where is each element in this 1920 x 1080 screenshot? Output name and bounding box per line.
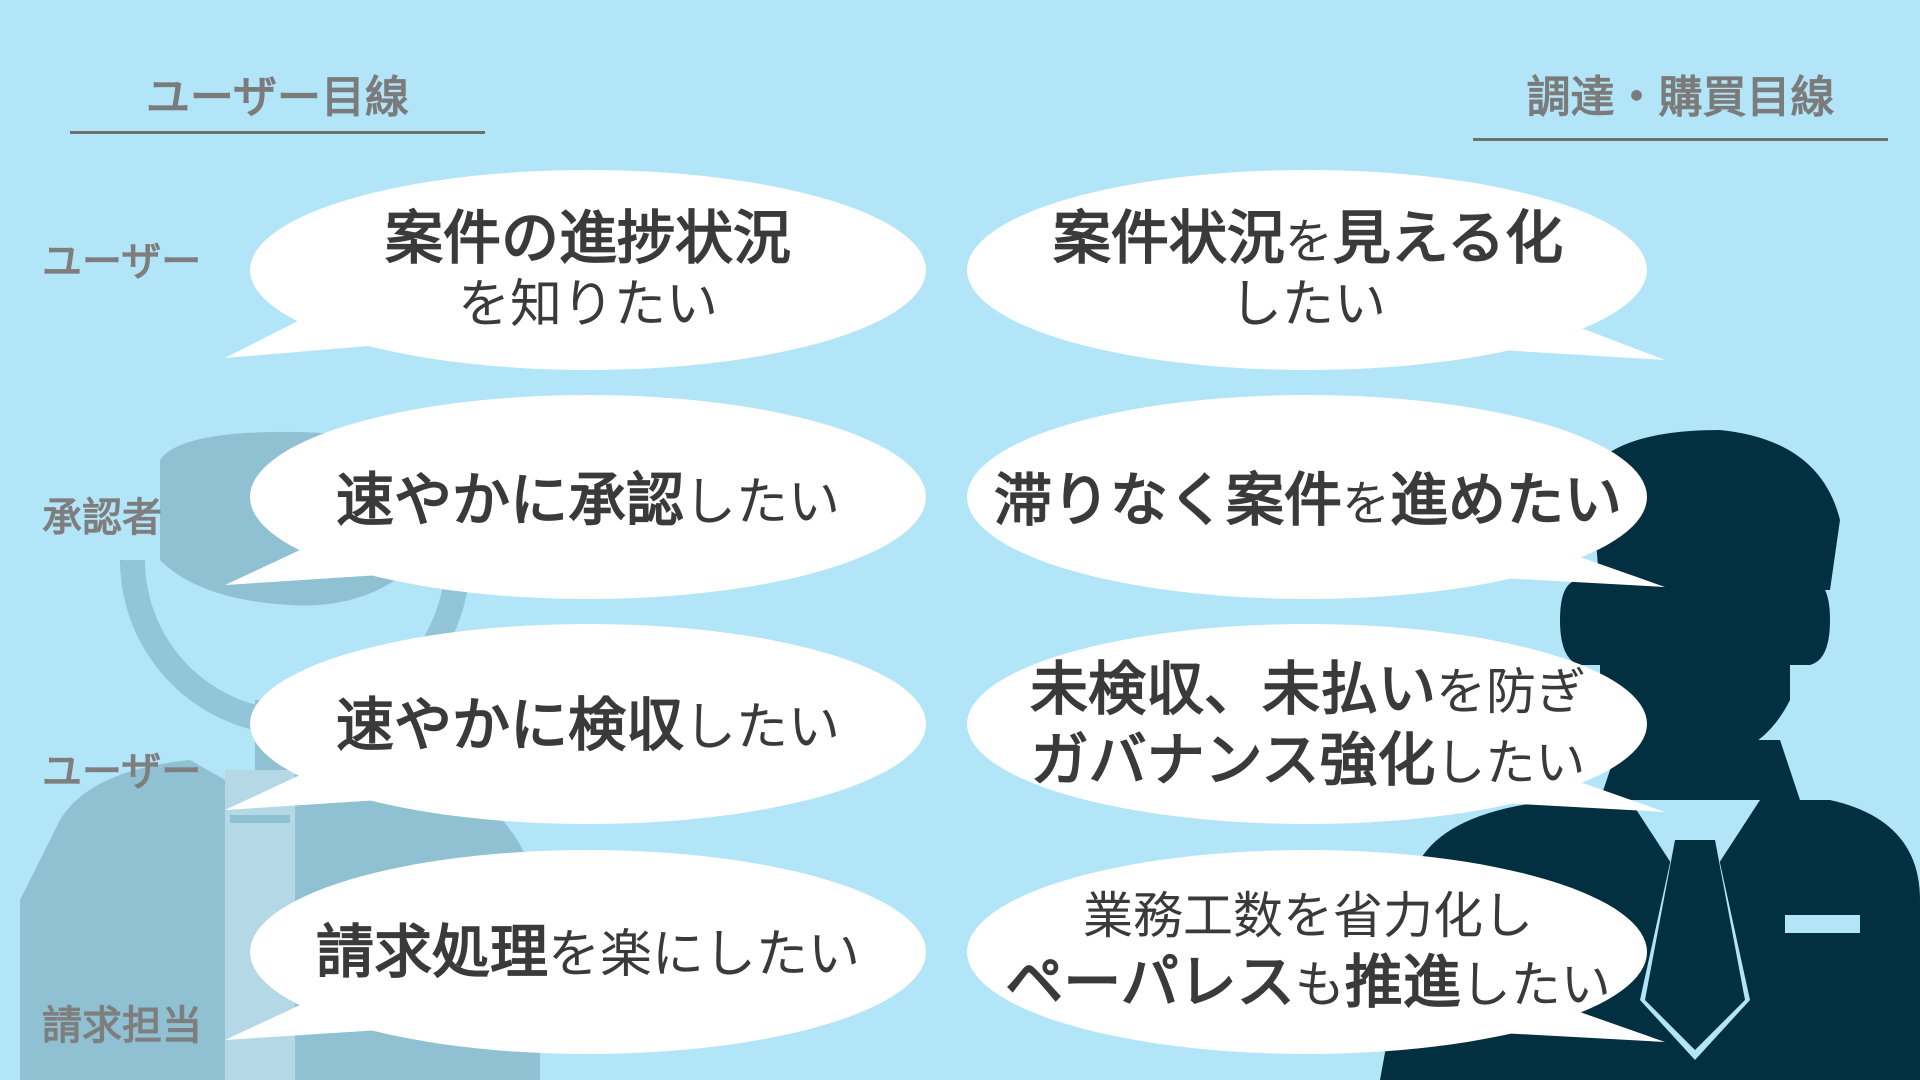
bubble-left-1	[225, 170, 926, 370]
bubble-right-1-bold-b: 見える化	[1332, 203, 1564, 272]
bubble-right-1	[967, 170, 1665, 370]
bubble-right-3-bold-a: 未検収、未払い	[1029, 655, 1436, 724]
bubble-right-4-text: 業務工数を省力化し ペーパレスも推進したい	[980, 862, 1636, 1042]
bubble-left-3-text: 速やかに検収したい	[260, 635, 916, 815]
bubble-left-1-bold: 案件の進捗状況	[384, 203, 791, 272]
bubble-right-1-normal-a: を	[1284, 213, 1333, 270]
bubble-left-3-line: 速やかに検収したい	[336, 690, 840, 761]
right-header-underline	[1473, 138, 1888, 141]
bubble-left-2-bold: 速やかに承認	[335, 465, 684, 534]
bubble-right-3-normal-b: したい	[1435, 734, 1586, 792]
bubble-right-2-bold-b: 進めたい	[1390, 465, 1623, 534]
bubble-left-1-normal: を知りたい	[457, 274, 718, 335]
bubble-right-3-line2: ガバナンス強化したい	[1031, 725, 1586, 796]
bubble-left-4-normal: を楽にしたい	[548, 924, 861, 985]
bubble-left-4-line: 請求処理を楽にしたい	[316, 917, 860, 988]
bubble-left-2-line: 速やかに承認したい	[336, 465, 840, 536]
row-label-user-2: ユーザー	[42, 749, 202, 795]
bubble-right-3	[967, 624, 1665, 824]
bubble-right-4-line1: 業務工数を省力化し	[1083, 887, 1533, 946]
bubble-left-3-normal: したい	[684, 697, 841, 758]
bubble-left-4-text: 請求処理を楽にしたい	[260, 862, 916, 1042]
bubble-right-2-line: 滞りなく案件を進めたい	[994, 465, 1622, 536]
bubble-right-3-bold-b: ガバナンス強化	[1030, 726, 1436, 794]
bubble-right-2-bold-a: 滞りなく案件	[993, 465, 1342, 534]
bubble-right-2-normal: を	[1341, 475, 1390, 532]
bubble-right-3-line1: 未検収、未払いを防ぎ	[1030, 654, 1586, 725]
bubble-left-2	[225, 395, 926, 599]
bubble-right-4-bold-a: ペーパレス	[1005, 948, 1295, 1017]
bubble-right-1-line1: 案件状況を見える化	[1053, 203, 1563, 274]
row-label-user: ユーザー	[42, 239, 202, 285]
left-column-header: ユーザー目線	[145, 72, 410, 123]
row-label-billing: 請求担当	[42, 1003, 202, 1049]
right-column-header: 調達・購買目線	[1526, 72, 1835, 123]
bubble-right-4-normal-b: したい	[1460, 956, 1611, 1015]
businessman-silhouette-icon	[1380, 430, 1920, 1080]
bubble-right-4	[967, 850, 1665, 1054]
bubble-right-2-text: 滞りなく案件を進めたい	[980, 410, 1636, 590]
bubble-right-1-bold-a: 案件状況	[1052, 203, 1285, 272]
bubble-left-1-text: 案件の進捗状況 を知りたい	[260, 180, 916, 360]
bubble-left-4-bold: 請求処理	[315, 917, 548, 986]
row-label-approver: 承認者	[42, 495, 162, 541]
bubble-left-3	[225, 624, 926, 824]
bubble-right-1-text: 案件状況を見える化 したい	[980, 180, 1636, 360]
bubble-right-3-normal-a: を防ぎ	[1436, 663, 1586, 722]
bubble-right-4-normal-a: も	[1294, 956, 1345, 1015]
bubble-left-3-bold: 速やかに検収	[335, 690, 684, 759]
bubble-right-4-line2: ペーパレスも推進したい	[1005, 947, 1610, 1018]
bubble-right-4-bold-b: 推進	[1344, 948, 1461, 1017]
bubble-right-2	[967, 395, 1665, 599]
bubble-left-2-text: 速やかに承認したい	[260, 410, 916, 590]
bubble-right-1-normal-b: したい	[1229, 274, 1386, 335]
bubble-left-4	[225, 850, 926, 1054]
left-header-underline	[70, 131, 485, 134]
bubble-right-3-text: 未検収、未払いを防ぎ ガバナンス強化したい	[980, 635, 1636, 815]
bubble-left-2-normal: したい	[684, 472, 841, 533]
